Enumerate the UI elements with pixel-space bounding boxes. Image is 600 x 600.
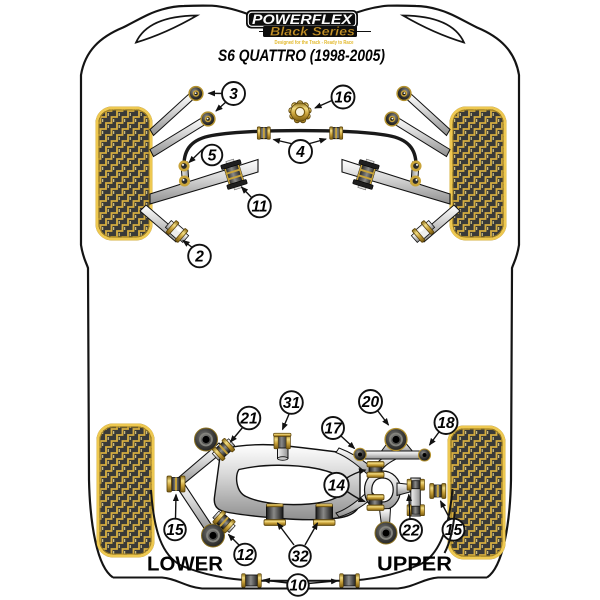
svg-text:11: 11	[251, 199, 267, 216]
svg-text:4: 4	[295, 144, 305, 161]
svg-text:POWERFLEX: POWERFLEX	[252, 12, 353, 27]
svg-text:12: 12	[236, 547, 254, 564]
svg-text:10: 10	[289, 578, 307, 595]
svg-text:15: 15	[445, 522, 463, 539]
svg-text:UPPER: UPPER	[377, 554, 453, 576]
svg-text:32: 32	[291, 549, 309, 566]
svg-text:Designed for the Track - Ready: Designed for the Track - Ready to Race	[275, 40, 354, 46]
svg-text:Black Series: Black Series	[270, 27, 355, 39]
svg-text:17: 17	[324, 421, 343, 438]
svg-text:31: 31	[283, 395, 300, 412]
svg-text:22: 22	[401, 523, 420, 540]
svg-text:20: 20	[361, 394, 380, 411]
svg-text:LOWER: LOWER	[147, 554, 224, 576]
svg-text:2: 2	[194, 249, 204, 266]
svg-text:15: 15	[166, 522, 184, 539]
svg-text:5: 5	[208, 148, 217, 165]
svg-text:3: 3	[229, 86, 238, 103]
svg-text:18: 18	[437, 415, 455, 432]
svg-text:21: 21	[239, 411, 257, 428]
svg-text:S6 QUATTRO (1998-2005): S6 QUATTRO (1998-2005)	[218, 46, 385, 65]
svg-text:16: 16	[334, 90, 352, 107]
svg-text:14: 14	[328, 478, 346, 495]
